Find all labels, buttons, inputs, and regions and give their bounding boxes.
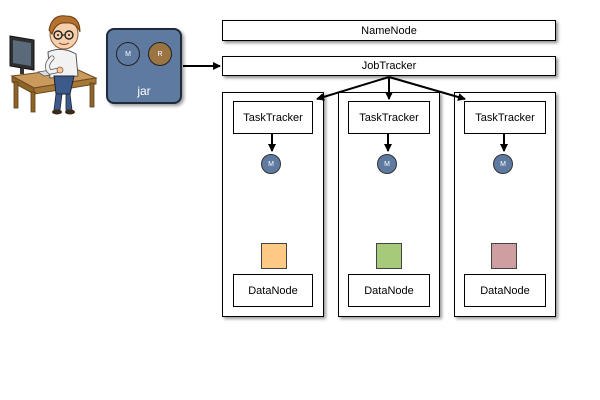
jar-label: jar	[137, 84, 151, 98]
map-task-label: M	[500, 160, 506, 168]
tasktracker-label: TaskTracker	[243, 111, 303, 124]
datanode-box: DataNode	[464, 274, 546, 307]
tasktracker-label: TaskTracker	[475, 111, 535, 124]
tasktracker-box: TaskTracker	[233, 101, 313, 134]
tasktracker-box: TaskTracker	[348, 101, 430, 134]
map-function-icon: M	[116, 42, 140, 66]
datanode-box: DataNode	[233, 274, 313, 307]
map-task-icon: M	[377, 154, 397, 174]
jar-package: M R jar	[106, 28, 182, 104]
map-task-label: M	[268, 160, 274, 168]
data-block	[491, 243, 517, 269]
map-task-icon: M	[261, 154, 281, 174]
map-task-icon: M	[493, 154, 513, 174]
datanode-label: DataNode	[364, 284, 414, 297]
reduce-function-icon: R	[148, 42, 172, 66]
reduce-label: R	[157, 50, 163, 58]
worker-node: TaskTracker M DataNode	[338, 92, 440, 317]
jobtracker-label: JobTracker	[361, 60, 417, 72]
developer-at-computer-icon	[9, 15, 98, 115]
namenode-label: NameNode	[361, 24, 417, 37]
datanode-label: DataNode	[248, 284, 298, 297]
jobtracker-box: JobTracker	[222, 56, 556, 76]
data-block	[261, 243, 287, 269]
map-task-label: M	[384, 160, 390, 168]
namenode-box: NameNode	[222, 20, 556, 41]
tasktracker-label: TaskTracker	[359, 111, 419, 124]
worker-node: TaskTracker M DataNode	[222, 92, 324, 317]
tasktracker-box: TaskTracker	[464, 101, 546, 134]
data-block	[376, 243, 402, 269]
worker-node: TaskTracker M DataNode	[454, 92, 556, 317]
datanode-label: DataNode	[480, 284, 530, 297]
map-label: M	[125, 50, 131, 58]
datanode-box: DataNode	[348, 274, 430, 307]
